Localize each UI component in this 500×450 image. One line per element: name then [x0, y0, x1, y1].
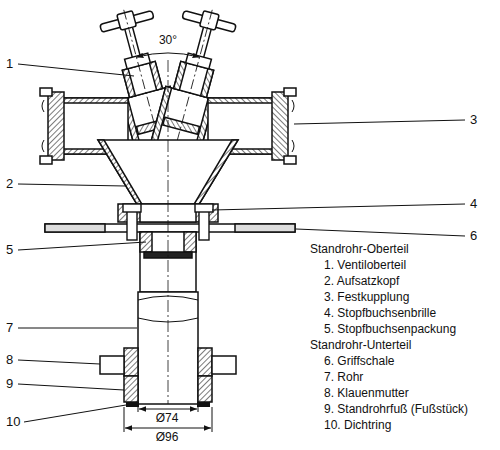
dimension-label: Ø74	[154, 411, 181, 425]
dimension-line	[139, 409, 197, 410]
parts-list-item: 1. Ventiloberteil	[324, 258, 406, 272]
fixed-coupling	[42, 140, 44, 152]
sealing-ring	[126, 402, 139, 407]
valve-top	[100, 11, 154, 33]
fixed-coupling	[62, 98, 128, 103]
claw-nut	[212, 356, 236, 374]
leader-line	[212, 204, 465, 210]
handle-shell	[235, 224, 295, 232]
leader-line	[18, 184, 125, 186]
foot-piece	[198, 376, 212, 402]
dimension-label: 30°	[157, 33, 179, 47]
callout-number: 5	[6, 242, 13, 257]
claw-nut	[124, 348, 138, 376]
dimension-line	[124, 404, 212, 432]
leader-line	[24, 405, 126, 422]
callout-number: 9	[6, 376, 13, 391]
head-cone	[193, 140, 238, 206]
list-heading: Standrohr-Unterteil	[310, 338, 411, 352]
leader-line	[18, 360, 100, 364]
leader-line	[18, 64, 465, 422]
fixed-coupling	[40, 156, 52, 164]
claw-nut	[198, 348, 212, 376]
callout-number: 4	[470, 196, 477, 211]
dimension-line	[212, 407, 213, 432]
gland-packing	[184, 232, 196, 252]
callout-number: 8	[6, 352, 13, 367]
parts-list-item: 9. Standrohrfuß (Fußstück)	[324, 402, 468, 416]
fixed-coupling	[40, 88, 52, 96]
leader-line	[18, 64, 134, 76]
parts-list-item: 2. Aufsatzkopf	[324, 274, 399, 288]
leader-line	[18, 242, 146, 250]
parts-list-item: 4. Stopfbuchsenbrille	[324, 306, 436, 320]
leader-line	[296, 229, 465, 236]
gland-bolt	[123, 204, 141, 212]
center-axis	[168, 60, 169, 404]
valve-top	[149, 61, 162, 90]
callout-number: 6	[470, 228, 477, 243]
leader-line	[294, 120, 465, 124]
leader-line	[18, 384, 124, 390]
leader-line	[18, 328, 137, 329]
dimension-line	[125, 428, 211, 429]
list-heading: Standrohr-Oberteil	[310, 242, 409, 256]
handle-shell	[45, 224, 105, 232]
claw-nut	[100, 356, 124, 374]
dimension-line	[198, 404, 199, 412]
parts-list-item: 5. Stopfbuchsenpackung	[324, 322, 456, 336]
handle-shell	[45, 224, 295, 232]
callout-number: 3	[470, 112, 477, 127]
fixed-coupling	[42, 100, 44, 112]
gland-bolt	[195, 204, 213, 212]
handle-shell	[45, 224, 295, 232]
parts-list-item: 7. Rohr	[324, 370, 363, 384]
sealing-ring	[197, 402, 210, 407]
gland-bolt	[127, 210, 137, 240]
angle-arc	[136, 53, 199, 57]
parts-list-item: 3. Festkupplung	[324, 290, 409, 304]
callout-number: 7	[6, 320, 13, 335]
valve-top	[117, 11, 137, 31]
parts-list-item: 8. Klauenmutter	[324, 386, 409, 400]
dimension-line	[124, 407, 125, 432]
callout-number: 2	[6, 176, 13, 191]
dimension-label: Ø96	[154, 430, 181, 444]
callout-number: 10	[6, 414, 20, 429]
dimension-line	[138, 404, 139, 412]
fixed-coupling	[48, 92, 64, 160]
gland-bolt	[199, 210, 209, 240]
callout-number: 1	[6, 56, 13, 71]
parts-list-item: 6. Griffschale	[324, 354, 394, 368]
valve-top	[125, 53, 151, 69]
foot-piece	[124, 376, 138, 402]
head-cone	[98, 140, 143, 206]
parts-list-item: 10. Dichtring	[324, 418, 391, 432]
valve-top	[122, 69, 135, 98]
